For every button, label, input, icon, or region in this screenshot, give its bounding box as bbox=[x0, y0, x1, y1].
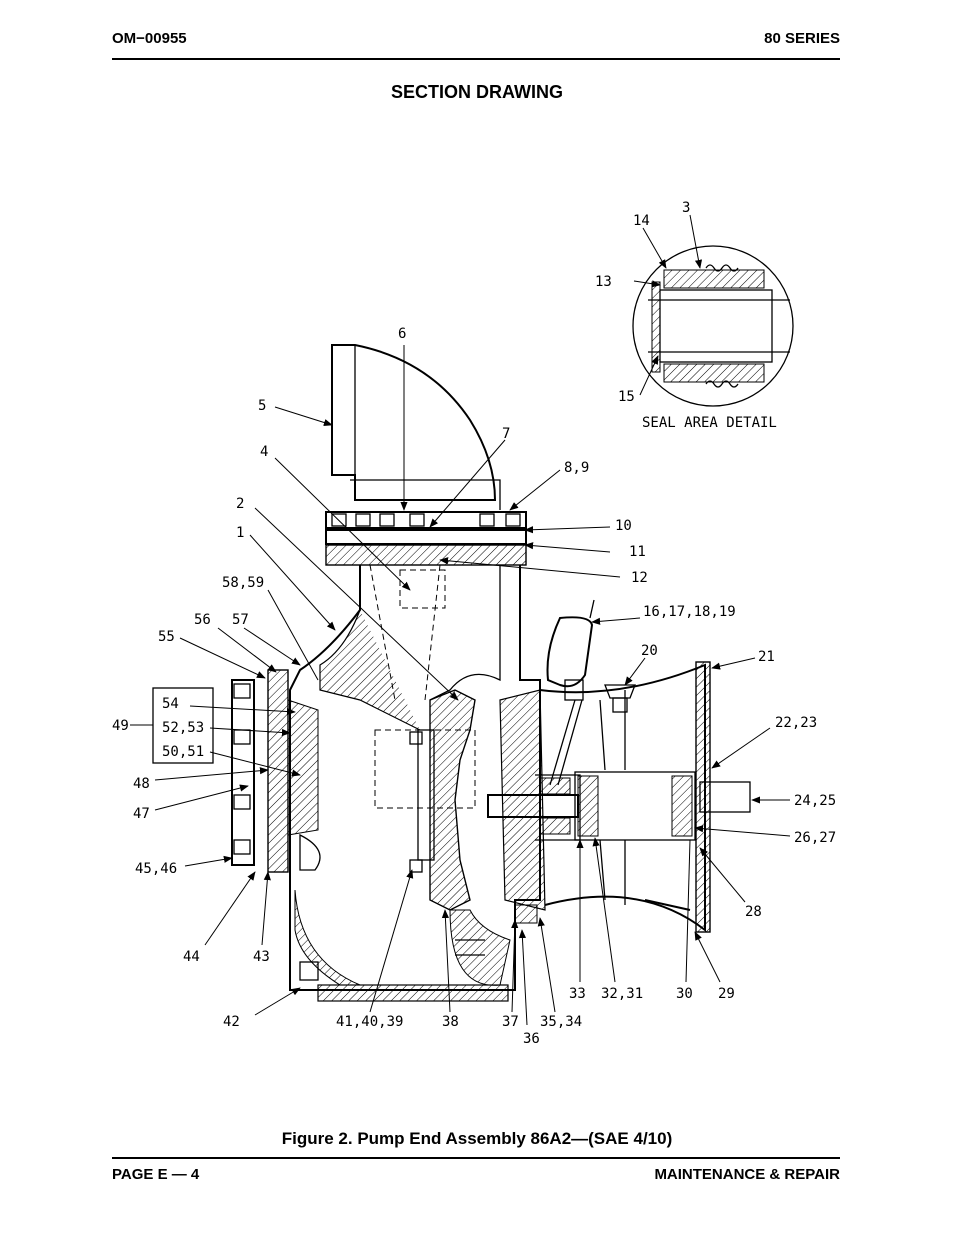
callout-13: 13 bbox=[595, 274, 612, 290]
header-rule bbox=[112, 58, 840, 60]
callout-42: 42 bbox=[223, 1014, 240, 1030]
callout-33: 33 bbox=[569, 986, 586, 1002]
series-label: 80 SERIES bbox=[764, 30, 840, 47]
figure-caption: Figure 2. Pump End Assembly 86A2—(SAE 4/… bbox=[281, 1129, 673, 1148]
callout-52-53: 52,53 bbox=[162, 720, 204, 736]
detail-caption: SEAL AREA DETAIL bbox=[642, 415, 777, 431]
callout-35-34: 35,34 bbox=[540, 1014, 582, 1030]
callout-57: 57 bbox=[232, 612, 249, 628]
callout-38: 38 bbox=[442, 1014, 459, 1030]
callout-4: 4 bbox=[260, 444, 268, 460]
callout-20: 20 bbox=[641, 643, 658, 659]
callout-16-19: 16,17,18,19 bbox=[643, 604, 736, 620]
footer-section: MAINTENANCE & REPAIR bbox=[654, 1166, 840, 1183]
bearing-housing bbox=[487, 661, 751, 933]
callout-32-31: 32,31 bbox=[601, 986, 643, 1002]
callout-58-59: 58,59 bbox=[222, 575, 264, 591]
callout-37: 37 bbox=[502, 1014, 519, 1030]
callout-12: 12 bbox=[631, 570, 648, 586]
discharge-bolts bbox=[325, 511, 527, 566]
callout-45-46: 45,46 bbox=[135, 861, 177, 877]
callout-44: 44 bbox=[183, 949, 200, 965]
seal-area-detail bbox=[632, 245, 794, 407]
impeller bbox=[409, 689, 476, 911]
callout-2: 2 bbox=[236, 496, 244, 512]
callout-29: 29 bbox=[718, 986, 735, 1002]
callout-22-23: 22,23 bbox=[775, 715, 817, 731]
callout-48: 48 bbox=[133, 776, 150, 792]
page-number: PAGE E — 4 bbox=[112, 1166, 200, 1183]
callout-7: 7 bbox=[502, 426, 510, 442]
doc-number: OM−00955 bbox=[112, 30, 187, 47]
callout-50-51: 50,51 bbox=[162, 744, 204, 760]
callout-55: 55 bbox=[158, 629, 175, 645]
callout-6: 6 bbox=[398, 326, 406, 342]
oiler bbox=[546, 599, 595, 786]
callout-15: 15 bbox=[618, 389, 635, 405]
callout-30: 30 bbox=[676, 986, 693, 1002]
footer-rule bbox=[112, 1157, 840, 1159]
discharge-elbow bbox=[331, 344, 501, 510]
callout-labels: 1 2 3 4 5 6 7 8,9 10 11 12 13 14 15 16,1… bbox=[112, 200, 836, 1047]
callout-1: 1 bbox=[236, 525, 244, 541]
leader-lines bbox=[130, 214, 791, 1026]
callout-36: 36 bbox=[523, 1031, 540, 1047]
section-title: SECTION DRAWING bbox=[390, 82, 563, 102]
callout-24-25: 24,25 bbox=[794, 793, 836, 809]
callout-11: 11 bbox=[629, 544, 646, 560]
cover-plate bbox=[152, 669, 321, 873]
callout-28: 28 bbox=[745, 904, 762, 920]
callout-10: 10 bbox=[615, 518, 632, 534]
callout-3: 3 bbox=[682, 200, 690, 216]
callout-14: 14 bbox=[633, 213, 650, 229]
callout-56: 56 bbox=[194, 612, 211, 628]
drain-plug bbox=[299, 961, 319, 981]
callout-21: 21 bbox=[758, 649, 775, 665]
callout-54: 54 bbox=[162, 696, 179, 712]
callout-8-9: 8,9 bbox=[564, 460, 589, 476]
callout-49: 49 bbox=[112, 718, 129, 734]
callout-47: 47 bbox=[133, 806, 150, 822]
callout-5: 5 bbox=[258, 398, 266, 414]
callout-43: 43 bbox=[253, 949, 270, 965]
callout-26-27: 26,27 bbox=[794, 830, 836, 846]
callout-41-40-39: 41,40,39 bbox=[336, 1014, 403, 1030]
